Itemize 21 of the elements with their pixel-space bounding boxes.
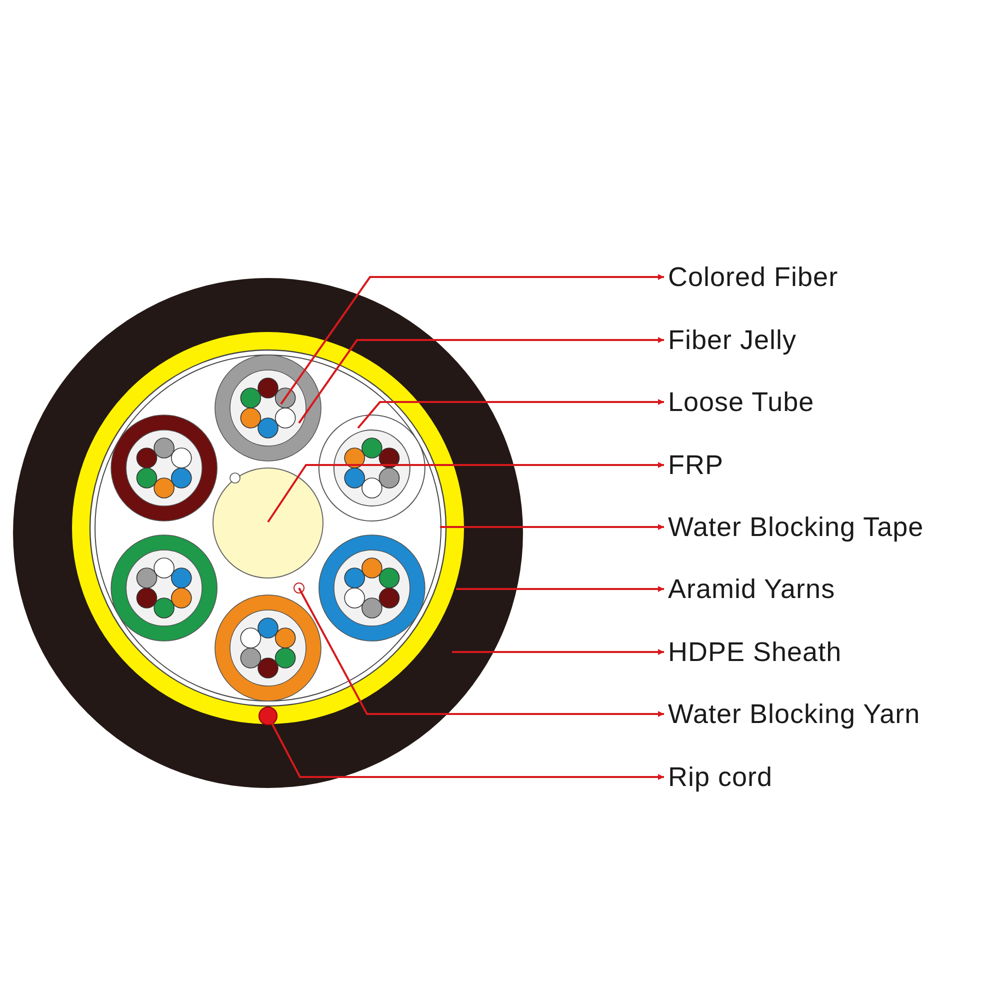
leader-line (267, 716, 664, 780)
part-label: Colored Fiber (668, 260, 838, 294)
rip-cord-dot (258, 706, 278, 726)
fiber-circle (274, 388, 296, 408)
part-label: Rip cord (668, 760, 773, 794)
part-label: Fiber Jelly (668, 323, 797, 357)
part-label: FRP (668, 448, 724, 482)
leader-line (452, 649, 664, 655)
part-label: Aramid Yarns (668, 572, 836, 606)
part-label: Water Blocking Tape (668, 510, 924, 544)
leader-line (298, 588, 664, 717)
part-label: Water Blocking Yarn (668, 697, 920, 731)
leader-line (267, 462, 664, 523)
leader-line (357, 399, 664, 429)
strength-member-circle (212, 468, 324, 578)
leader-line (280, 274, 664, 405)
leader-line (440, 524, 664, 530)
leader-line (456, 586, 664, 592)
part-label: HDPE Sheath (668, 635, 842, 669)
leader-line (298, 337, 664, 424)
part-label: Loose Tube (668, 385, 814, 419)
